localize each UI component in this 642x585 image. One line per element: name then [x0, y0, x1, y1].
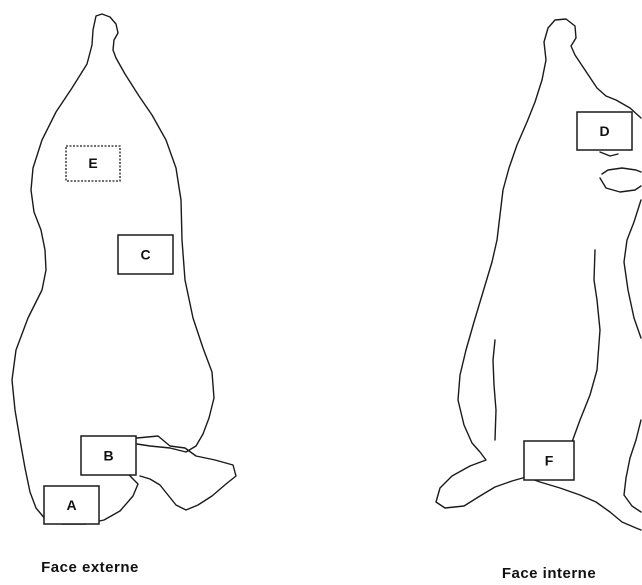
zone-d-box [576, 111, 633, 151]
zone-e: E [65, 145, 121, 182]
zone-e-box [65, 145, 121, 182]
zone-b-box [80, 435, 137, 476]
internal-flank-curve [599, 167, 642, 193]
zone-b-label: B [103, 448, 113, 464]
zone-a-label: A [66, 497, 76, 513]
zone-c-label: C [140, 247, 150, 263]
zone-f: F [523, 440, 575, 481]
zone-a-box [43, 485, 100, 525]
internal-cut-line-1 [492, 339, 497, 441]
zone-f-label: F [545, 453, 554, 469]
zone-a: A [43, 485, 100, 525]
zone-d-label: D [599, 123, 609, 139]
internal-cut-line-2 [571, 249, 601, 443]
internal-notch [599, 151, 619, 157]
external-face-caption: Face externe [41, 559, 139, 576]
internal-shank-outline [525, 476, 642, 531]
external-face-figure: E C B A Face externe [11, 13, 237, 576]
zone-c: C [117, 234, 174, 275]
zone-f-box [523, 440, 575, 481]
zone-c-box [117, 234, 174, 275]
internal-carcass-outline [435, 18, 642, 513]
external-shank-outline [136, 435, 237, 511]
internal-face-figure: D F Face interne [435, 18, 642, 582]
zone-b: B [80, 435, 137, 476]
internal-face-caption: Face interne [502, 565, 596, 580]
zone-d: D [576, 111, 633, 151]
zone-e-label: E [88, 155, 97, 171]
